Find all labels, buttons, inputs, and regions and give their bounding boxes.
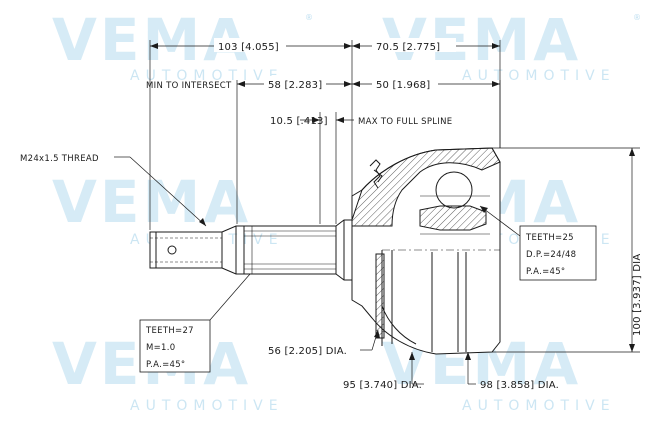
spec-shaft-teeth: TEETH=27: [145, 326, 194, 336]
splined-shaft: [221, 225, 337, 275]
watermark-registered: ®: [633, 13, 641, 22]
spec-shaft-pressure-angle: P.A.=45°: [146, 360, 185, 370]
watermark-tagline: AUTOMOTIVE: [130, 68, 284, 84]
watermark-brand: VEMA: [52, 168, 251, 236]
spec-housing-pressure-angle: P.A.=45°: [526, 267, 565, 277]
dim-overall-right: 70.5 [2.775]: [376, 42, 440, 53]
spec-box-housing: TEETH=25 D.P.=24/48 P.A.=45°: [519, 225, 597, 281]
watermark-registered: ®: [305, 13, 313, 22]
outer-housing: [351, 147, 501, 355]
dim-spline: 10.5 [.413]: [270, 116, 328, 127]
dim-intersect: 58 [2.283]: [268, 80, 322, 91]
dim-right-50: 50 [1.968]: [376, 80, 430, 91]
label-max-to-full-spline: MAX TO FULL SPLINE: [358, 117, 452, 127]
spec-box-shaft: TEETH=27 M=1.0 P.A.=45°: [139, 319, 211, 373]
shaft-shoulder: [335, 219, 353, 281]
watermark-tagline: AUTOMOTIVE: [462, 398, 616, 414]
ball-cage: [419, 171, 490, 235]
dim-56-dia: 56 [2.205] DIA.: [268, 346, 347, 357]
spec-housing-dp: D.P.=24/48: [526, 250, 576, 260]
dim-98-dia: 98 [3.858] DIA.: [480, 380, 559, 391]
dimension-arrows: [150, 43, 635, 360]
cv-joint-part: [149, 147, 501, 355]
dimension-text: 103 [4.055] 70.5 [2.775] MIN TO INTERSEC…: [20, 38, 643, 391]
dim-overall-left: 103 [4.055]: [218, 42, 279, 53]
dim-100-dia: 100 [3.937] DIA: [632, 254, 643, 336]
spec-shaft-module: M=1.0: [146, 343, 175, 353]
label-thread: M24x1.5 THREAD: [20, 154, 99, 164]
spec-housing-teeth: TEETH=25: [525, 233, 574, 243]
watermark-tagline: AUTOMOTIVE: [130, 398, 284, 414]
retaining-clip: [369, 159, 383, 189]
label-min-to-intersect: MIN TO INTERSECT: [146, 81, 232, 91]
threaded-end: [149, 231, 223, 269]
dim-95-dia: 95 [3.740] DIA.: [343, 380, 422, 391]
watermark-tagline: AUTOMOTIVE: [462, 68, 616, 84]
